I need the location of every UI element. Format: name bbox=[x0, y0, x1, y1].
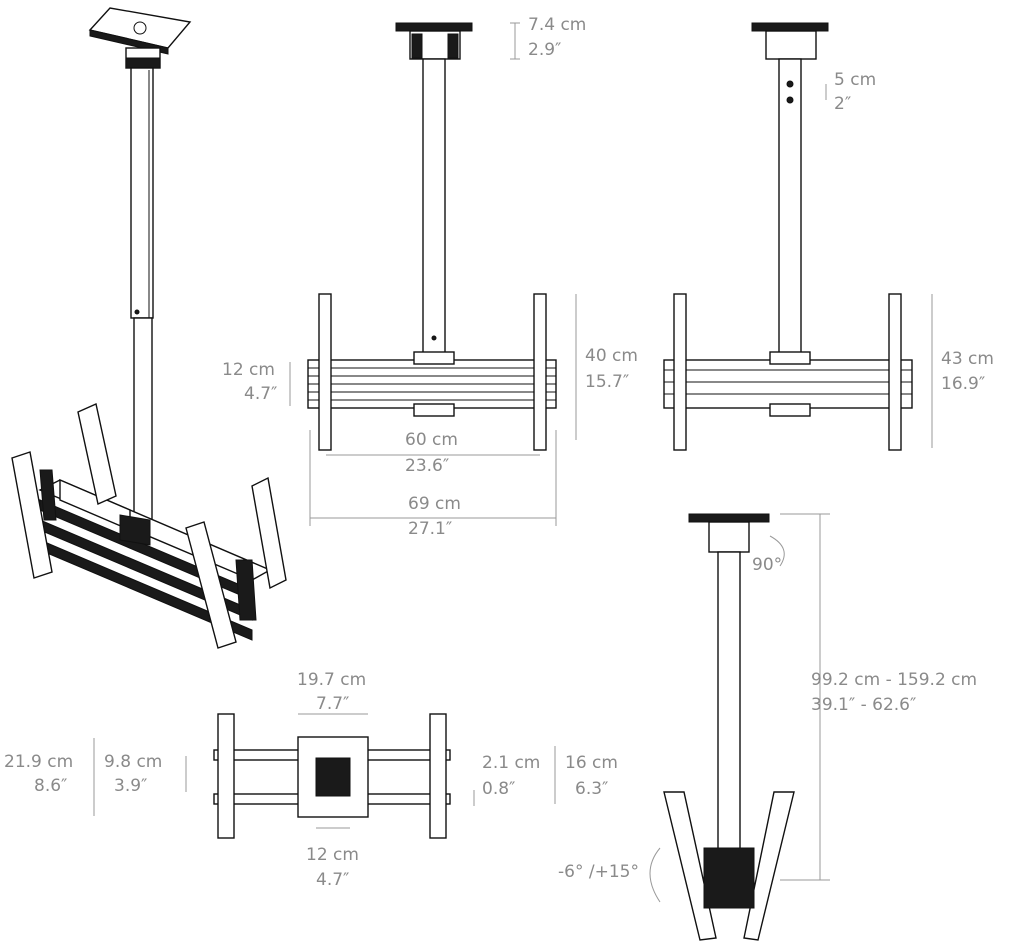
side-view bbox=[663, 22, 933, 451]
vesa-height-a-imperial: 15.7″ bbox=[585, 372, 630, 392]
drop-height-metric: 99.2 cm - 159.2 cm bbox=[811, 670, 978, 690]
ceiling-plate-width-metric: 19.7 cm bbox=[297, 670, 367, 690]
hole-spacing-metric: 5 cm bbox=[834, 70, 877, 90]
rotation-angle: 90° bbox=[752, 555, 783, 575]
bracket-height-metric: 7.4 cm bbox=[528, 15, 587, 35]
vesa-width-imperial: 23.6″ bbox=[405, 456, 450, 476]
hole-spacing-imperial: 2″ bbox=[834, 94, 852, 114]
overall-width-imperial: 27.1″ bbox=[408, 519, 453, 539]
rail-height-metric: 12 cm bbox=[222, 360, 275, 380]
plate-hole-spacing-metric: 12 cm bbox=[306, 845, 359, 865]
top-inner-depth-metric: 9.8 cm bbox=[104, 752, 163, 772]
top-depth-metric: 21.9 cm bbox=[4, 752, 74, 772]
front-view bbox=[289, 22, 577, 526]
vesa-height-a-metric: 40 cm bbox=[585, 346, 638, 366]
top-view bbox=[93, 713, 556, 839]
rail-height-imperial: 4.7″ bbox=[244, 384, 278, 404]
bracket-height-imperial: 2.9″ bbox=[528, 40, 562, 60]
arm-offset-imperial: 0.8″ bbox=[482, 779, 516, 799]
isometric-view bbox=[11, 7, 287, 649]
arm-spacing-imperial: 6.3″ bbox=[575, 779, 609, 799]
arm-spacing-metric: 16 cm bbox=[565, 753, 618, 773]
drop-height-imperial: 39.1″ - 62.6″ bbox=[811, 695, 917, 715]
vesa-height-b-metric: 43 cm bbox=[941, 349, 994, 369]
tilt-angle: -6° /+15° bbox=[558, 862, 639, 882]
overall-width-metric: 69 cm bbox=[408, 494, 461, 514]
vesa-height-b-imperial: 16.9″ bbox=[941, 374, 986, 394]
vesa-width-metric: 60 cm bbox=[405, 430, 458, 450]
arm-offset-metric: 2.1 cm bbox=[482, 753, 541, 773]
ceiling-plate-width-imperial: 7.7″ bbox=[316, 694, 350, 714]
tilted-side-view bbox=[649, 513, 830, 941]
top-depth-imperial: 8.6″ bbox=[34, 776, 68, 796]
plate-hole-spacing-imperial: 4.7″ bbox=[316, 870, 350, 890]
top-inner-depth-imperial: 3.9″ bbox=[114, 776, 148, 796]
